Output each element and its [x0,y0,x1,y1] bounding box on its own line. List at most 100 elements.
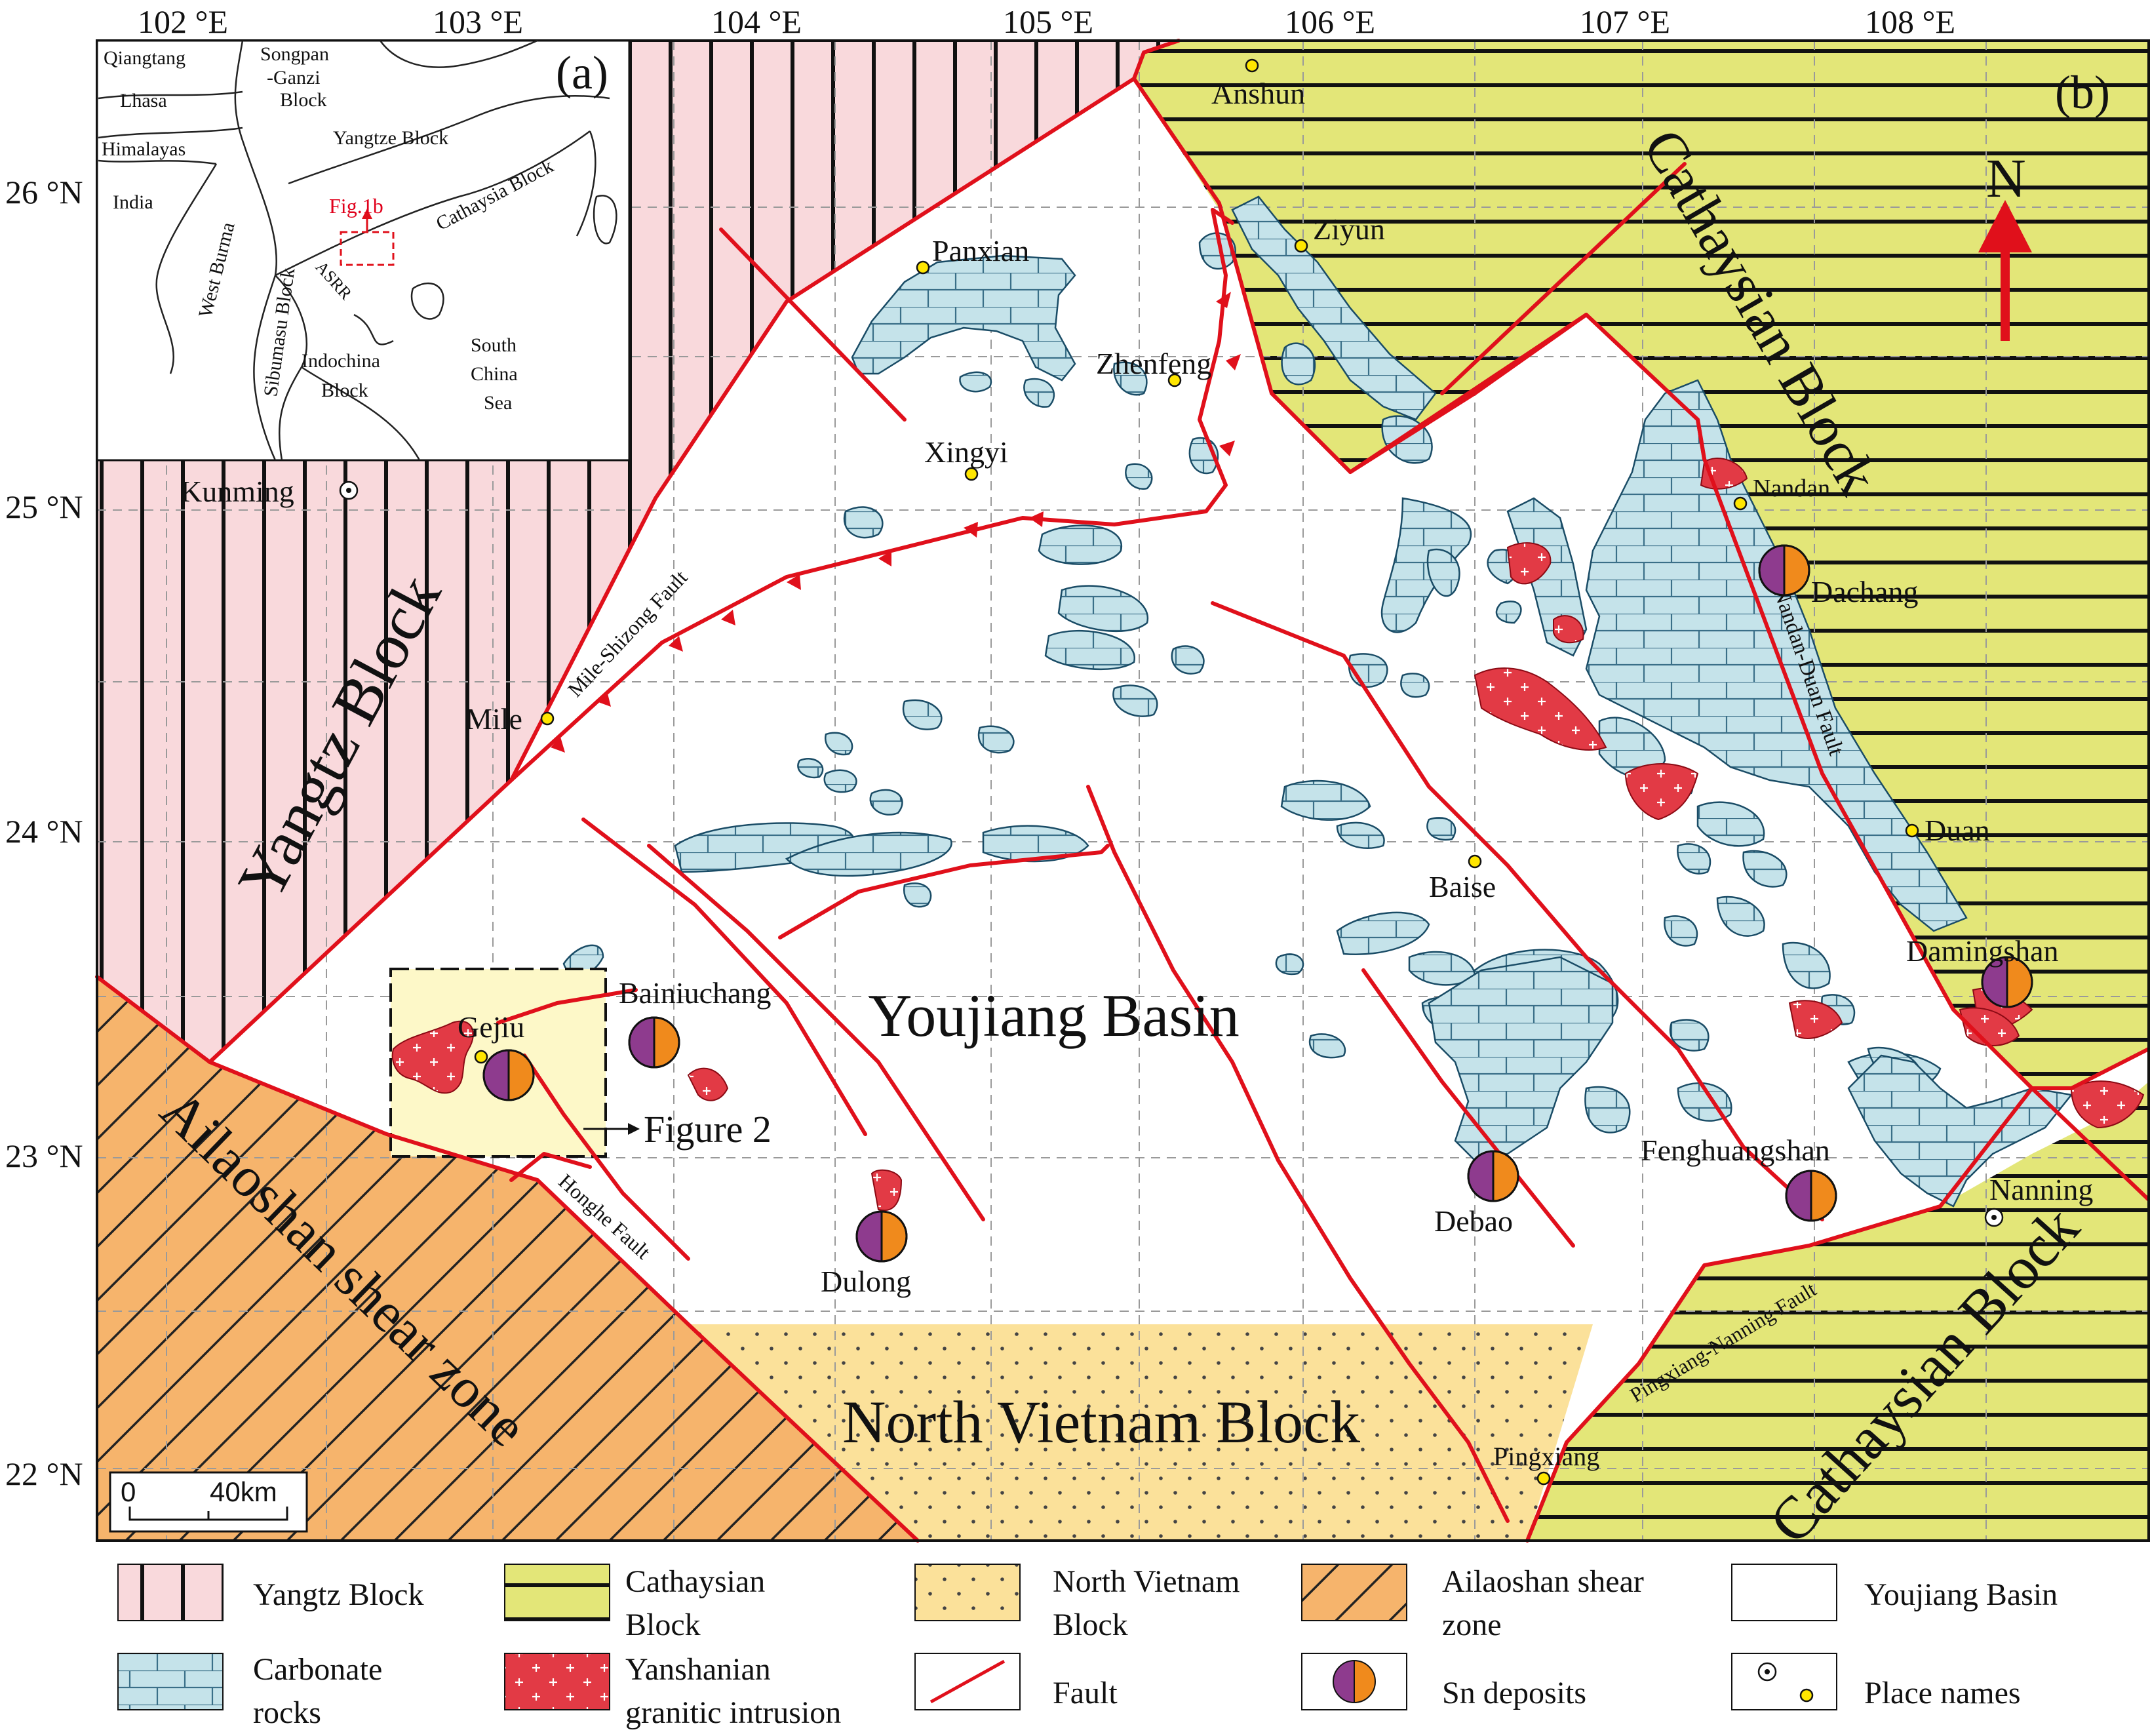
legend-swatch-north-vietnam [914,1564,1021,1621]
latitude-label: 24 °N [5,813,83,850]
place-dot [540,711,555,726]
legend-label: zone [1442,1608,1502,1642]
north-arrow: N [1978,148,2032,341]
longitude-label: 104 °E [711,3,802,40]
sn-deposit-symbol [855,1210,908,1263]
ailaoshan-shear-zone-region [97,977,918,1541]
inset-label: -Ganzi [267,67,321,89]
gejiu-granite [391,1020,474,1094]
longitude-labels: 102 °E 103 °E 104 °E 105 °E 106 °E 107 °… [138,3,1955,40]
city-markers [339,481,2004,1227]
deposit-label: Dulong [821,1265,911,1298]
map-frame [96,39,2150,1542]
place-dot [1294,239,1308,253]
legend-label: Fault [1053,1676,1118,1710]
place-dot [1468,854,1482,869]
legend-swatch-cathaysian [504,1564,610,1621]
inset-label: Qiangtang [104,47,186,69]
place-dot [1167,373,1182,387]
longitude-label: 108 °E [1865,3,1955,40]
main-panel-label: (b) [2055,66,2110,119]
place-dot [1733,496,1748,511]
place-dot [1905,823,1919,838]
faults [95,39,2150,1543]
thrust-teeth [551,292,1241,753]
place-label: Zhenfeng [1096,347,1211,380]
north-vietnam-block-region [688,1324,1593,1541]
latitude-label: 26 °N [5,174,83,210]
legend-swatch-places [1731,1653,1837,1710]
scale-end-label: 40km [210,1476,277,1507]
longitude-label: 102 °E [138,3,228,40]
deposit-label: Debao [1434,1204,1513,1238]
place-label: Duan [1925,814,1990,847]
legend-swatch-yangtze [117,1564,224,1621]
legend-label: Place names [1864,1676,2021,1710]
legend-label: Yanshanian [625,1652,771,1687]
legend-label: rocks [253,1695,321,1730]
place-dot [1245,58,1259,73]
inset-label: Indochina [302,350,380,372]
inset-fig-label: Fig.1b [329,194,383,218]
sn-deposit-symbol [1758,544,1810,597]
figure-2-label: Figure 2 [644,1108,772,1151]
sn-deposits [482,544,2033,1263]
place-label: Nanning [1989,1173,2093,1206]
latitude-label: 25 °N [5,488,83,525]
longitude-label: 103 °E [433,3,523,40]
legend-label: North Vietnam [1053,1564,1240,1599]
place-label: Ziyun [1313,212,1385,246]
place-label: Anshun [1211,77,1305,110]
place-markers [474,58,1919,1486]
legend-swatch-carbonate [117,1653,224,1710]
latitude-label: 23 °N [5,1137,83,1174]
legend-label: Block [625,1608,701,1642]
north-label: N [1986,148,2026,209]
place-label: Nandan [1753,475,1830,502]
legend-swatch-ailaoshan [1301,1564,1407,1621]
youjiang-basin-label: Youjiang Basin [869,982,1240,1049]
deposit-label: Fenghuangshan [1641,1134,1830,1167]
deposit-label: Damingshan [1906,934,2059,968]
legend-swatch-granite [504,1653,610,1710]
place-dot [474,1050,488,1064]
latitude-label: 22 °N [5,1455,83,1492]
inset-label: India [113,191,153,213]
legend-label: Sn deposits [1442,1676,1586,1710]
sn-deposit-symbol [1981,956,2033,1008]
north-vietnam-label: North Vietnam Block [842,1389,1360,1455]
legend-label: granitic intrusion [625,1695,841,1730]
legend-label: Youjiang Basin [1864,1577,2058,1612]
sn-deposit-symbol [482,1049,535,1101]
legend-label: Cathaysian [625,1564,765,1599]
deposit-label: Dachang [1811,575,1918,608]
longitude-label: 106 °E [1285,3,1375,40]
deposit-labels: Dachang Gejiu Bainiuchang Dulong Debao F… [458,575,2059,1298]
sn-deposit-symbol [1467,1150,1519,1202]
inset-label: Sea [484,392,512,414]
sn-deposit-symbol [1785,1170,1837,1222]
legend-swatch-youjiang [1731,1564,1837,1621]
place-labels: Anshun Ziyun Panxian Zhenfeng Xingyi Kun… [180,77,2093,1471]
place-label: Panxian [932,234,1029,267]
place-dot [964,467,979,481]
inset-label: Block [321,380,368,401]
figure-2-pointer: Figure 2 [583,1108,772,1151]
inset-map: Fig.1b Qiangtang Songpan -Ganzi Block Lh… [96,39,631,462]
legend-label: Block [1053,1608,1128,1642]
longitude-label: 105 °E [1003,3,1093,40]
inset-label: Himalayas [102,138,186,160]
legend-label: Ailaoshan shear [1442,1564,1644,1599]
deposit-label: Gejiu [458,1010,524,1044]
place-label: Baise [1429,870,1496,903]
inset-label: Block [280,89,327,111]
legend-label: Carbonate [253,1652,382,1687]
place-dot [1536,1471,1551,1486]
inset-label: Yangtze Block [333,127,448,149]
legend-label: Yangtz Block [253,1577,423,1612]
place-dot [916,260,930,275]
latitude-labels: 26 °N 25 °N 24 °N 23 °N 22 °N [5,174,83,1492]
inset-label: Lhasa [120,90,167,111]
